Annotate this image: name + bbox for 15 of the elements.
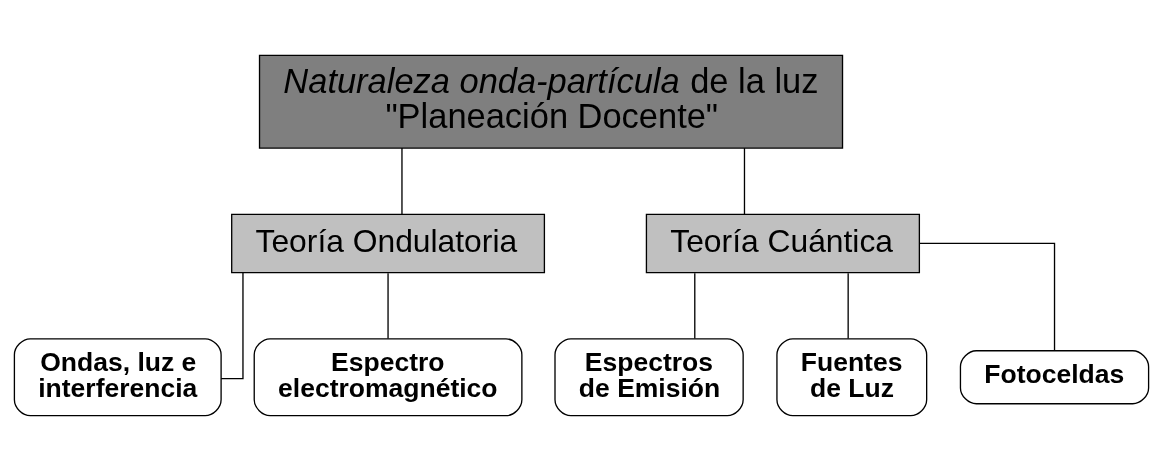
node-box: Ondas, luz e interferencia	[13, 338, 222, 417]
node-box: Teoría Ondulatoria	[231, 213, 546, 274]
connector	[743, 147, 746, 215]
connector	[220, 272, 244, 380]
node-box: Fuentes de Luz	[776, 338, 928, 417]
node-box: Espectro electromagnético	[253, 338, 523, 417]
connector	[847, 272, 849, 340]
connector	[387, 272, 389, 340]
connector	[401, 147, 403, 215]
node-box: Teoría Cuántica	[645, 213, 921, 274]
node-box: Espectros de Emisión	[554, 338, 744, 417]
connector	[918, 242, 1056, 351]
node-box: Fotoceldas	[959, 350, 1150, 405]
connector	[694, 272, 696, 340]
node-box: Naturaleza onda-partícula de la luz "Planeación Docente"	[258, 54, 844, 149]
